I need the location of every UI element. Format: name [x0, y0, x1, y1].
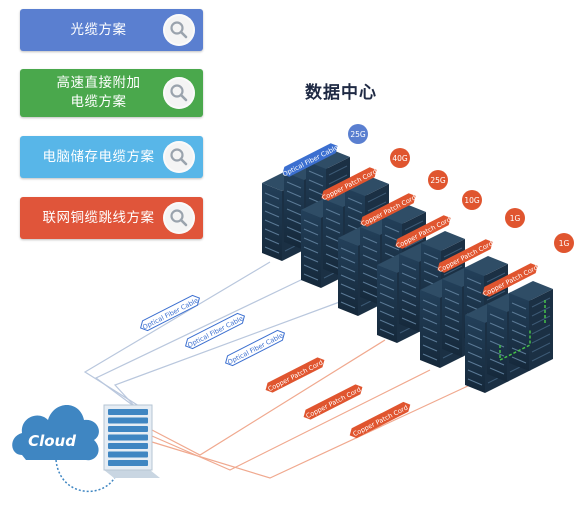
copper-link-line	[151, 369, 431, 471]
patch-lines	[499, 300, 546, 362]
fiber-link-label: Optical Fiber Cable	[139, 294, 201, 331]
server-unit	[108, 451, 148, 458]
speed-badge: 10G	[462, 190, 482, 210]
server-unit	[108, 443, 148, 449]
copper-link-label-text: Copper Patch Cord	[352, 404, 410, 439]
rack-rows	[262, 149, 553, 393]
storage-cable-solution-label: 电脑储存电缆方案	[42, 148, 155, 165]
server-unit	[108, 417, 148, 424]
fiber-solution-label: 光缆方案	[70, 21, 127, 38]
speed-badge: 1G	[554, 233, 574, 253]
copper-link-line	[151, 384, 471, 479]
copper-link-label-text: Copper Patch Cord	[267, 359, 325, 394]
search-icon[interactable]	[163, 141, 195, 173]
fiber-link-label-text: Optical Fiber Cable	[141, 296, 199, 331]
copper-patch-solution-button[interactable]: 联网铜缆跳线方案	[20, 197, 203, 239]
dac-cable-solution-label: 高速直接附加 电缆方案	[56, 75, 141, 110]
copper-link-line	[151, 339, 386, 456]
search-icon[interactable]	[163, 14, 195, 46]
speed-badge-text: 10G	[464, 196, 480, 205]
copper-link-label: Copper Patch Cord	[349, 401, 411, 439]
speed-badge-text: 1G	[559, 239, 570, 248]
search-icon[interactable]	[163, 77, 195, 109]
copper-link-label-text: Copper Patch Cord	[305, 386, 363, 421]
speed-badge-text: 25G	[350, 130, 366, 139]
speed-badge: 25G	[428, 170, 448, 190]
diagram-title: 数据中心	[305, 83, 377, 103]
server-rack	[509, 281, 553, 371]
fiber-link-label: Optical Fiber Cable	[184, 312, 246, 349]
copper-link-label: Copper Patch Cord	[303, 384, 363, 421]
cloud-icon: Cloud	[12, 405, 99, 461]
copper-patch-solution-label: 联网铜缆跳线方案	[42, 209, 155, 226]
search-icon[interactable]	[163, 202, 195, 234]
speed-badge: 40G	[390, 148, 410, 168]
fiber-link-label: Optical Fiber Cable	[224, 329, 286, 366]
cloud-connection-line	[55, 459, 119, 492]
fiber-link-line	[94, 277, 306, 419]
speed-badge-text: 40G	[392, 154, 408, 163]
fiber-link-label-text: Optical Fiber Cable	[186, 314, 244, 349]
server-unit	[108, 409, 148, 415]
fiber-link-label-text: Optical Fiber Cable	[226, 331, 284, 366]
speed-badge: 1G	[505, 208, 525, 228]
copper-link-label: Copper Patch Cord	[265, 357, 325, 394]
cloud-label: Cloud	[28, 432, 76, 450]
speed-badge-text: 25G	[430, 176, 446, 185]
server-unit	[108, 426, 148, 432]
storage-cable-solution-button[interactable]: 电脑储存电缆方案	[20, 136, 203, 178]
server-unit	[108, 434, 148, 441]
speed-badges: 25G 40G 25G 10G 1G 1G	[348, 124, 574, 253]
speed-badge-text: 1G	[510, 214, 521, 223]
server-unit	[108, 460, 148, 466]
speed-badge: 25G	[348, 124, 368, 144]
dac-cable-solution-button[interactable]: 高速直接附加 电缆方案	[20, 69, 203, 117]
core-server-icon	[103, 404, 160, 478]
fiber-solution-button[interactable]: 光缆方案	[20, 9, 203, 51]
